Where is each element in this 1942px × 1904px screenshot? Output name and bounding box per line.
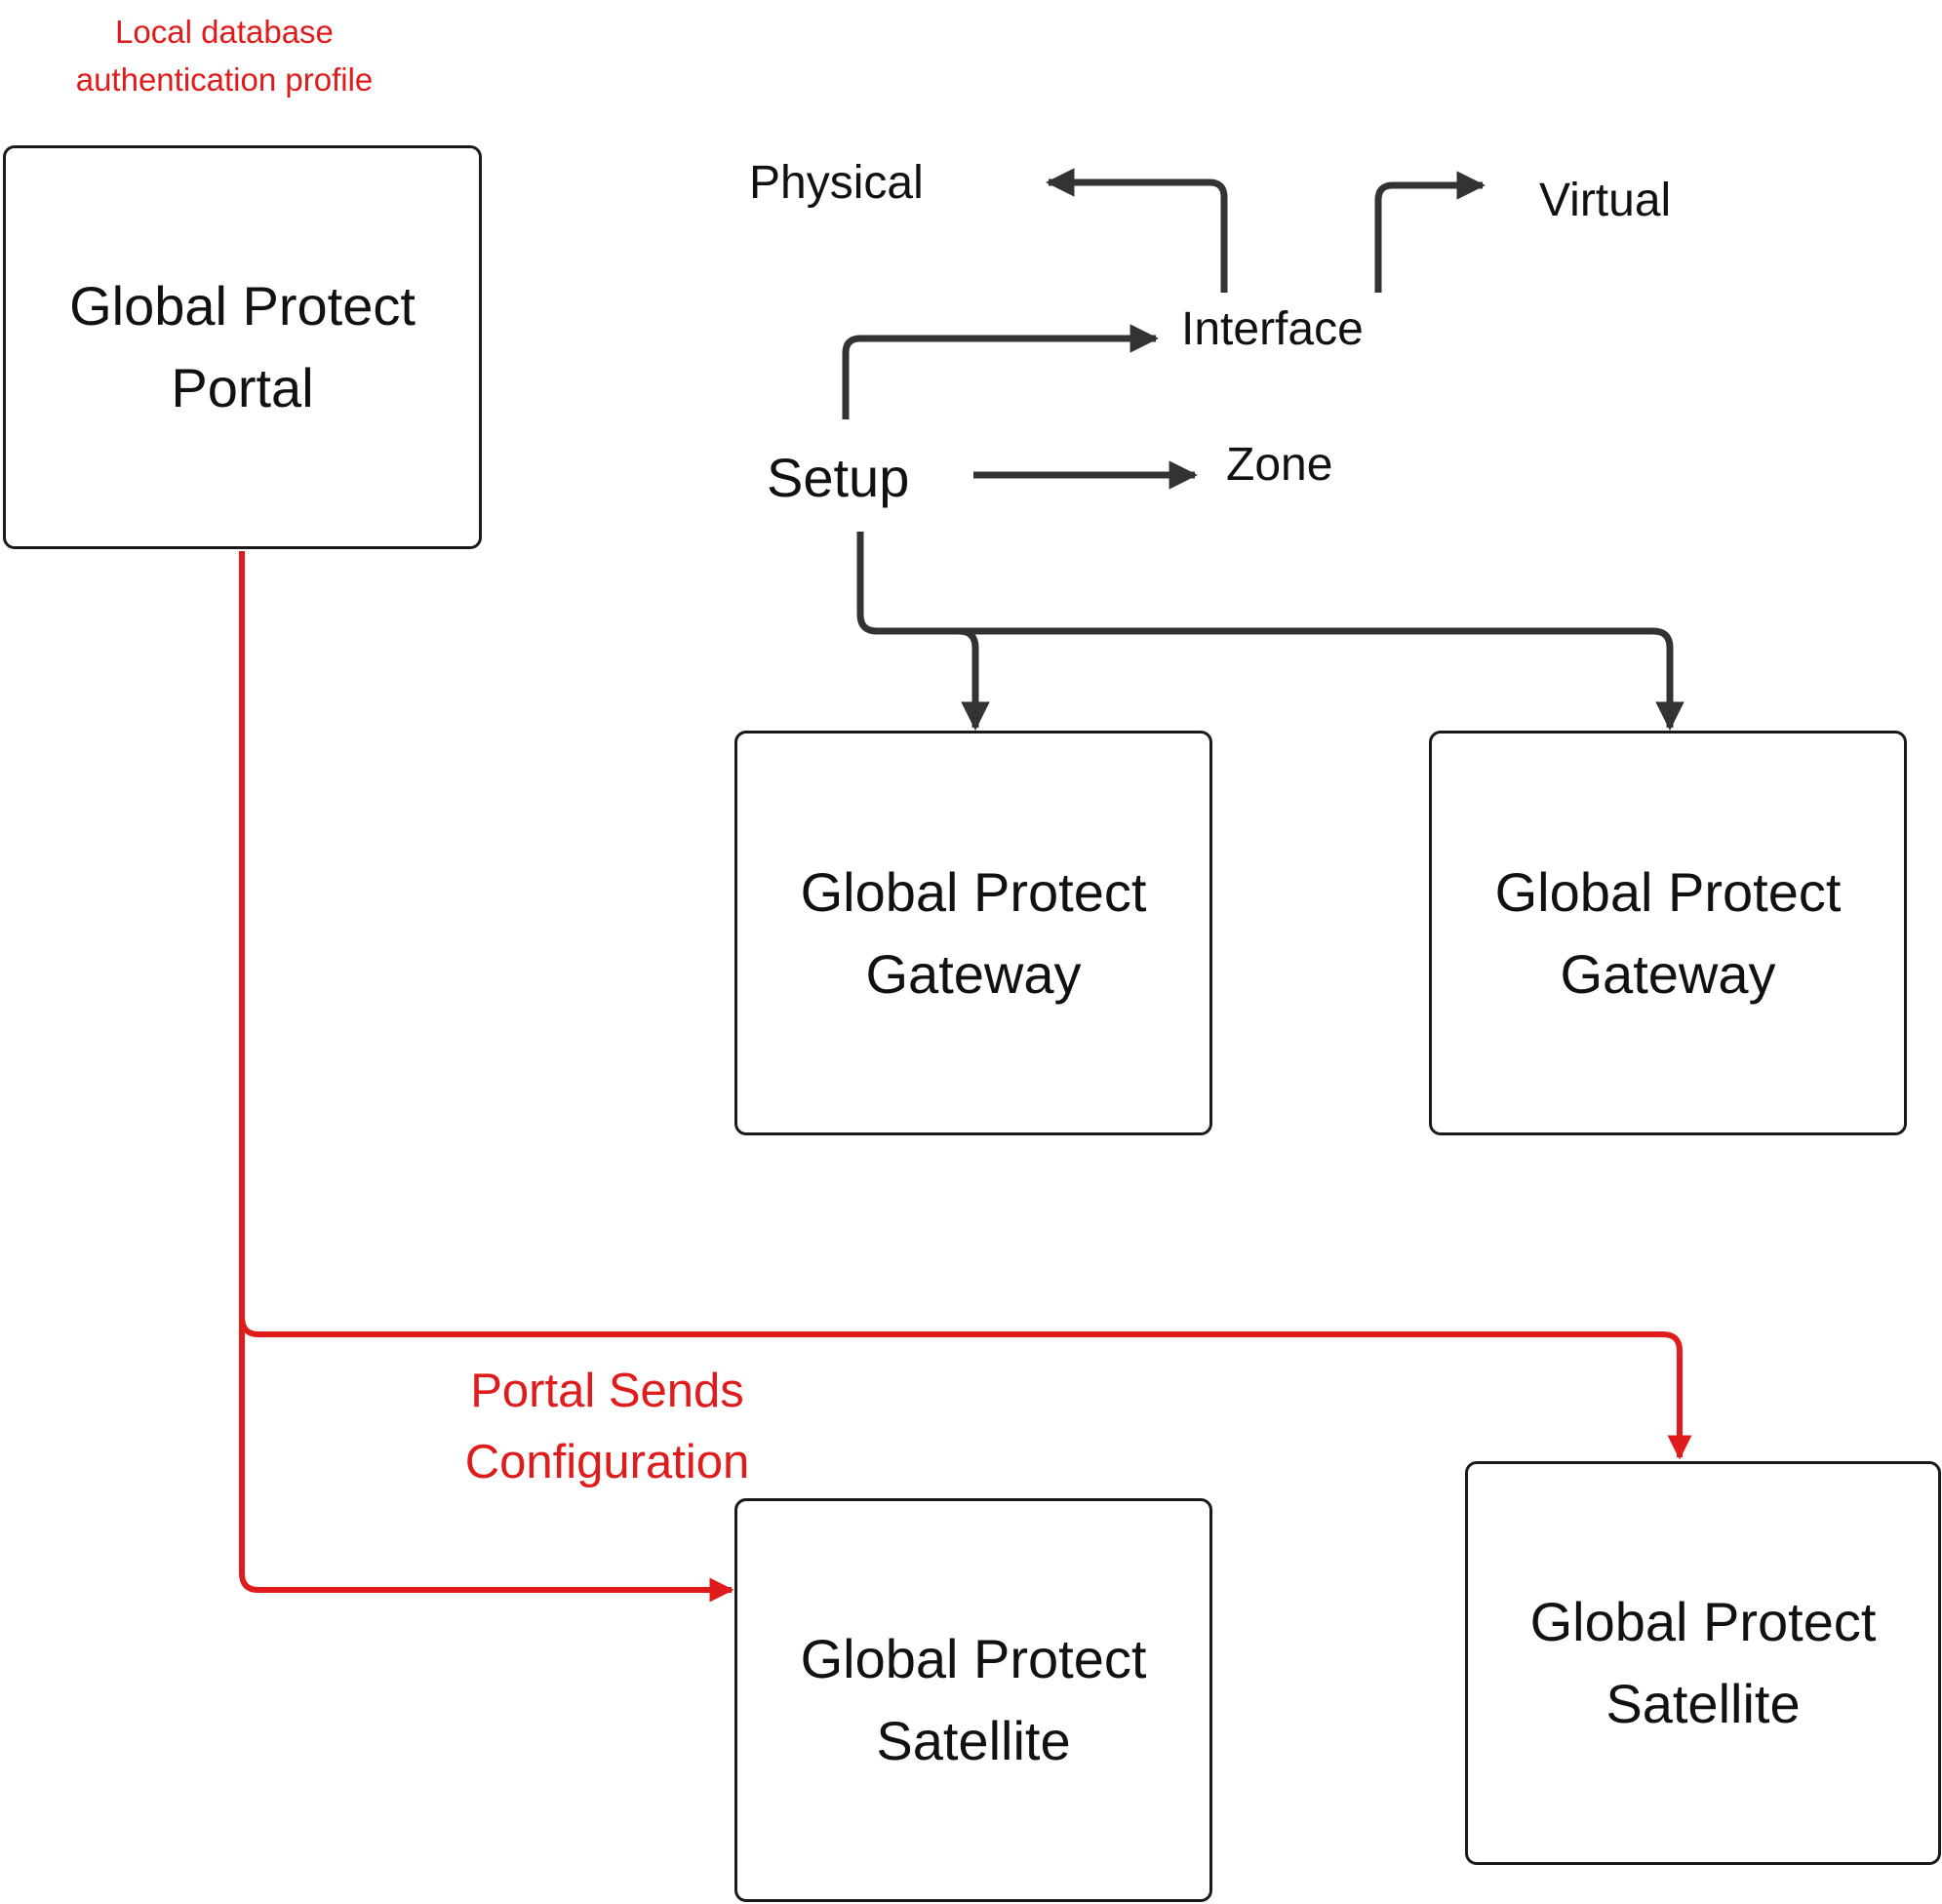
gateway-2-label: Global Protect Gateway xyxy=(1494,860,1842,1005)
portal-label: Global Protect Portal xyxy=(69,275,416,418)
gateway-box-2[interactable]: Global Protect Gateway xyxy=(1429,731,1907,1135)
virtual-label: Virtual xyxy=(1539,175,1672,226)
gateway-box-1[interactable]: Global Protect Gateway xyxy=(734,731,1212,1135)
portal-to-satellite-1-arrow xyxy=(239,551,734,1603)
portal-box[interactable]: Global Protect Portal xyxy=(3,145,482,549)
satellite-box-2[interactable]: Global Protect Satellite xyxy=(1465,1461,1941,1865)
auth-profile-note: Local database authentication profile xyxy=(29,8,419,103)
auth-profile-text: Local database authentication profile xyxy=(75,14,374,98)
satellite-1-label: Global Protect Satellite xyxy=(800,1628,1147,1771)
setup-to-gateway-2-arrow xyxy=(959,627,1684,731)
satellite-2-label: Global Protect Satellite xyxy=(1529,1591,1877,1734)
portal-sends-caption: Portal Sends Configuration xyxy=(439,1356,775,1498)
setup-label: Setup xyxy=(767,447,910,508)
portal-to-satellite-2-arrow xyxy=(239,1316,1692,1460)
interface-label: Interface xyxy=(1181,303,1364,355)
interface-to-virtual-arrow xyxy=(1374,171,1486,293)
interface-to-physical-arrow xyxy=(1046,168,1228,293)
satellite-box-1[interactable]: Global Protect Satellite xyxy=(734,1498,1212,1902)
setup-to-gateway-1-arrow xyxy=(856,532,990,731)
physical-label: Physical xyxy=(749,157,924,209)
setup-to-interface-arrow xyxy=(842,324,1159,419)
portal-sends-text: Portal Sends Configuration xyxy=(464,1365,750,1488)
zone-label: Zone xyxy=(1226,439,1333,491)
gateway-1-label: Global Protect Gateway xyxy=(800,860,1147,1005)
